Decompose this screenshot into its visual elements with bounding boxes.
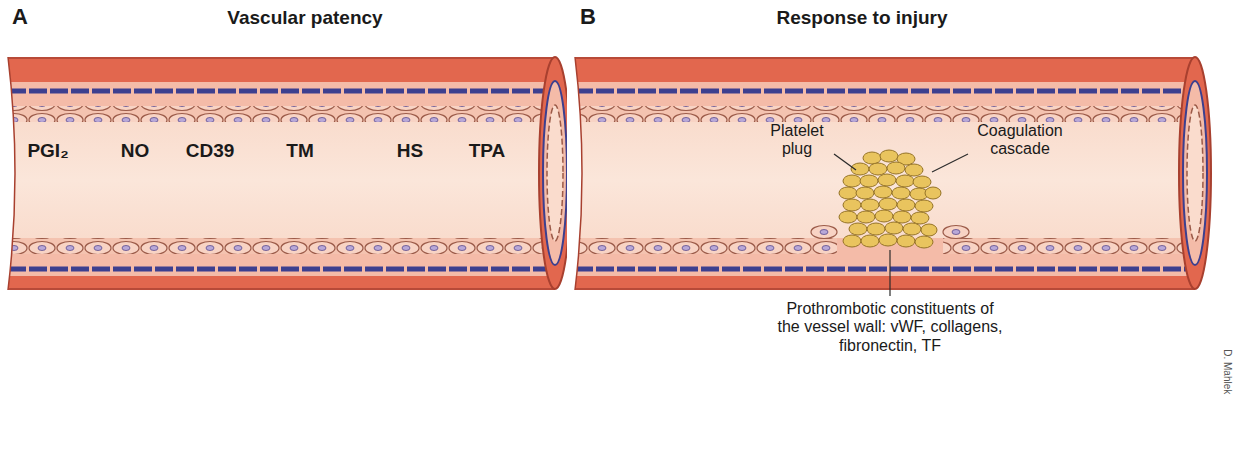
panel-title: Response to injury [776,7,947,29]
vessel-a [0,57,571,290]
panel-letter: B [580,4,596,29]
molecule-label: TPA [469,140,506,162]
callout-label: Coagulation cascade [968,122,1072,159]
callout-label: Prothrombotic constituents of the vessel… [774,300,1006,355]
leader-line [834,154,968,296]
panel-letter: A [12,4,28,29]
platelet-plug [839,150,941,248]
molecule-label: TM [286,140,313,162]
vessel-b [567,57,1211,290]
artist-signature: D. Mahlek [1222,349,1234,394]
molecule-label: PGI₂ [27,140,68,162]
molecule-label: NO [121,140,150,162]
molecule-label: CD39 [186,140,235,162]
molecule-label: HS [397,140,423,162]
callout-label: Platelet plug [761,122,833,159]
panel-title: Vascular patency [227,7,382,29]
